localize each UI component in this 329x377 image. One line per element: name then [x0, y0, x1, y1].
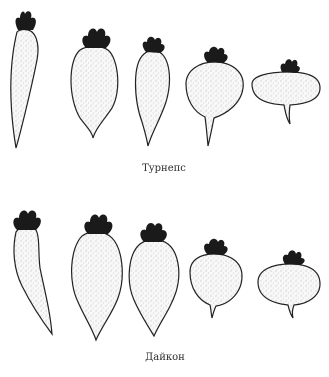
- daikon-caption: Дайкон: [145, 352, 185, 363]
- leaf-tuft-icon: [281, 59, 300, 73]
- turnip-caption: Турнепс: [142, 163, 186, 174]
- leaf-tuft-icon: [16, 11, 36, 30]
- turnip-root-2: [71, 29, 118, 138]
- leaf-tuft-icon: [204, 239, 228, 255]
- leaf-tuft-icon: [204, 47, 228, 63]
- turnip-root-4: [186, 47, 243, 146]
- turnip-root-1: [11, 11, 38, 148]
- turnip-root-3: [136, 37, 170, 146]
- leaf-tuft-icon: [84, 215, 112, 234]
- daikon-root-1: [13, 211, 52, 334]
- leaf-tuft-icon: [82, 29, 110, 48]
- leaf-tuft-icon: [143, 37, 165, 53]
- leaf-tuft-icon: [13, 211, 41, 230]
- daikon-root-2: [72, 215, 123, 340]
- leaf-tuft-icon: [140, 223, 167, 242]
- daikon-row: [13, 211, 320, 340]
- leaf-tuft-icon: [283, 250, 305, 265]
- turnip-row: [11, 11, 320, 148]
- daikon-root-3: [129, 223, 179, 336]
- daikon-root-4: [190, 239, 242, 318]
- turnip-root-5: [252, 59, 320, 124]
- daikon-root-5: [258, 250, 320, 318]
